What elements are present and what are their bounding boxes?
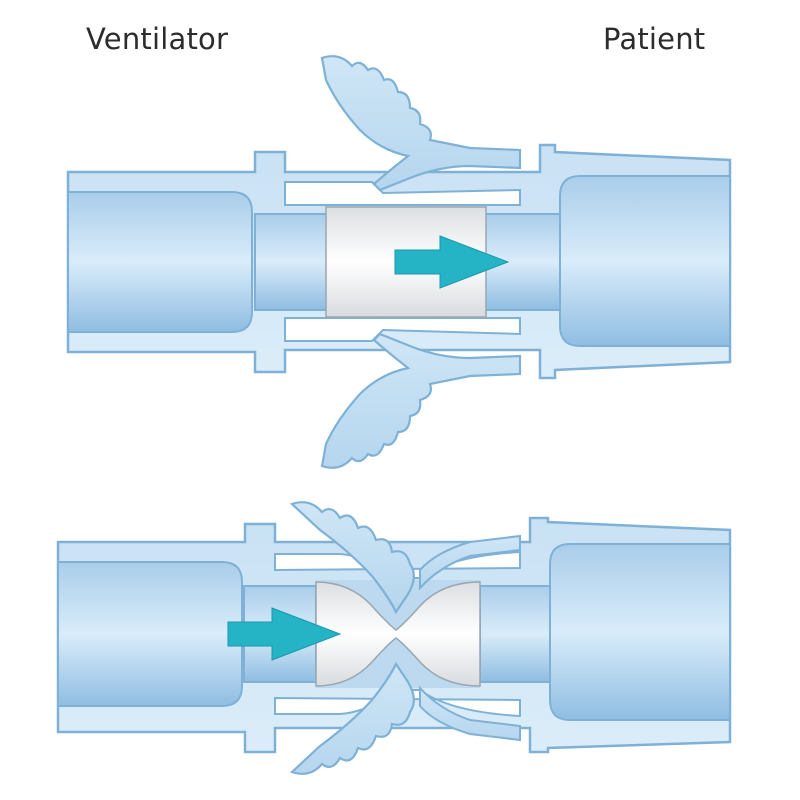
arrow-right-icon [394, 235, 510, 289]
upper-slot [284, 181, 521, 206]
lower-diaphragm [320, 332, 522, 469]
patient-tube [549, 543, 731, 721]
arrow-right-icon [227, 607, 342, 661]
lower-diaphragm-right [419, 685, 521, 742]
panel-closed [56, 501, 732, 775]
lower-slot [284, 317, 521, 342]
patient-label: Patient [603, 22, 706, 56]
inlet-channel [254, 213, 328, 311]
outlet-channel [479, 585, 551, 683]
valve-sleeve-closed-membrane [315, 581, 481, 687]
ventilator-label: Ventilator [86, 22, 229, 56]
panel-open [66, 55, 732, 469]
patient-tube [559, 175, 731, 347]
ventilator-tube [57, 561, 243, 707]
upper-diaphragm [320, 55, 522, 192]
upper-diaphragm-right [419, 534, 521, 591]
lower-diaphragm [289, 661, 415, 775]
upper-diaphragm [289, 501, 415, 615]
ventilator-tube [67, 191, 253, 333]
